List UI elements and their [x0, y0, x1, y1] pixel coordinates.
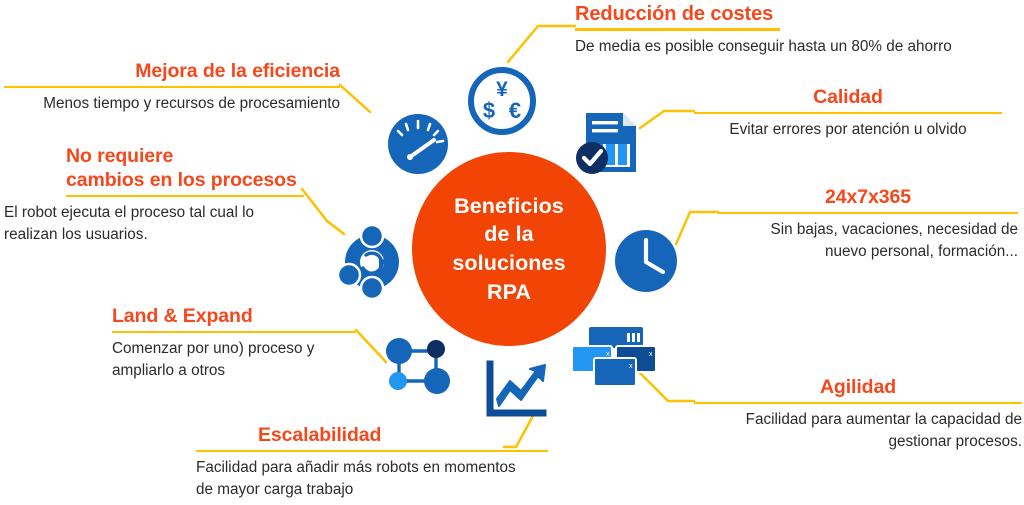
svg-text:x: x [649, 351, 653, 358]
callout-agilidad: Agilidad Facilidad para aumentar la capa… [694, 376, 1022, 453]
callout-title: 24x7x365 [825, 186, 911, 208]
callout-rule [66, 194, 304, 198]
callout-land-and-expand: Land & Expand Comenzar por uno) proceso … [112, 305, 356, 382]
callout-rule [196, 449, 548, 453]
callout-mejora-de-la-eficiencia: Mejora de la eficiencia Menos tiempo y r… [4, 60, 340, 115]
callout-reduccion-de-costes: Reducción de costes De media es posible … [575, 2, 1024, 58]
callout-calidad: Calidad Evitar errores por atención u ol… [694, 86, 1002, 141]
callout-24x7x365: 24x7x365 Sin bajas, vacaciones, necesida… [718, 186, 1018, 263]
callout-title: No requiere cambios en los procesos [66, 145, 297, 191]
callout-body: Evitar errores por atención u olvido [729, 121, 967, 139]
callout-rule [575, 28, 780, 31]
svg-text:x: x [629, 363, 633, 370]
svg-text:¥: ¥ [496, 78, 508, 101]
document-check-icon [576, 113, 636, 174]
callout-body: Facilidad para aumentar la capacidad de … [745, 411, 1022, 450]
callout-rule [694, 111, 1002, 115]
callout-title: Calidad [813, 86, 883, 108]
svg-text:$: $ [483, 98, 495, 123]
callout-no-requiere-cambios: No requiere cambios en los procesos El r… [4, 145, 304, 246]
svg-text:€: € [509, 98, 521, 123]
process-cycle-icon [336, 223, 399, 301]
svg-text:x: x [606, 351, 610, 358]
callout-rule [112, 330, 356, 334]
currency-savings-icon: ¥ $ € [468, 67, 536, 135]
callout-rule [4, 85, 340, 89]
callout-title: Reducción de costes [575, 3, 774, 25]
callout-title: Mejora de la eficiencia [135, 60, 340, 82]
callout-body: El robot ejecuta el proceso tal cual lo … [4, 204, 254, 243]
callout-body: De media es posible conseguir hasta un 8… [575, 37, 952, 55]
callout-title: Land & Expand [112, 305, 253, 327]
callout-title: Escalabilidad [258, 424, 382, 446]
callout-escalabilidad: Escalabilidad Facilidad para añadir más … [196, 424, 548, 501]
callout-title: Agilidad [819, 376, 897, 398]
callout-rule [718, 211, 1018, 215]
callout-body: Comenzar por uno) proceso y ampliarlo a … [112, 340, 315, 379]
callout-rule [694, 401, 1022, 405]
center-hub: Beneficios de la soluciones RPA [412, 152, 606, 346]
clock-icon [615, 230, 677, 292]
speedometer-icon [388, 114, 448, 174]
callout-body: Sin bajas, vacaciones, necesidad de nuev… [770, 221, 1018, 260]
screens-stack-icon: x x x [571, 327, 657, 387]
callout-body: Menos tiempo y recursos de procesamiento [43, 95, 340, 113]
hub-title: Beneficios de la soluciones RPA [452, 193, 566, 304]
network-nodes-icon [386, 338, 450, 394]
callout-body: Facilidad para añadir más robots en mome… [196, 459, 516, 498]
growth-chart-icon [486, 360, 547, 417]
